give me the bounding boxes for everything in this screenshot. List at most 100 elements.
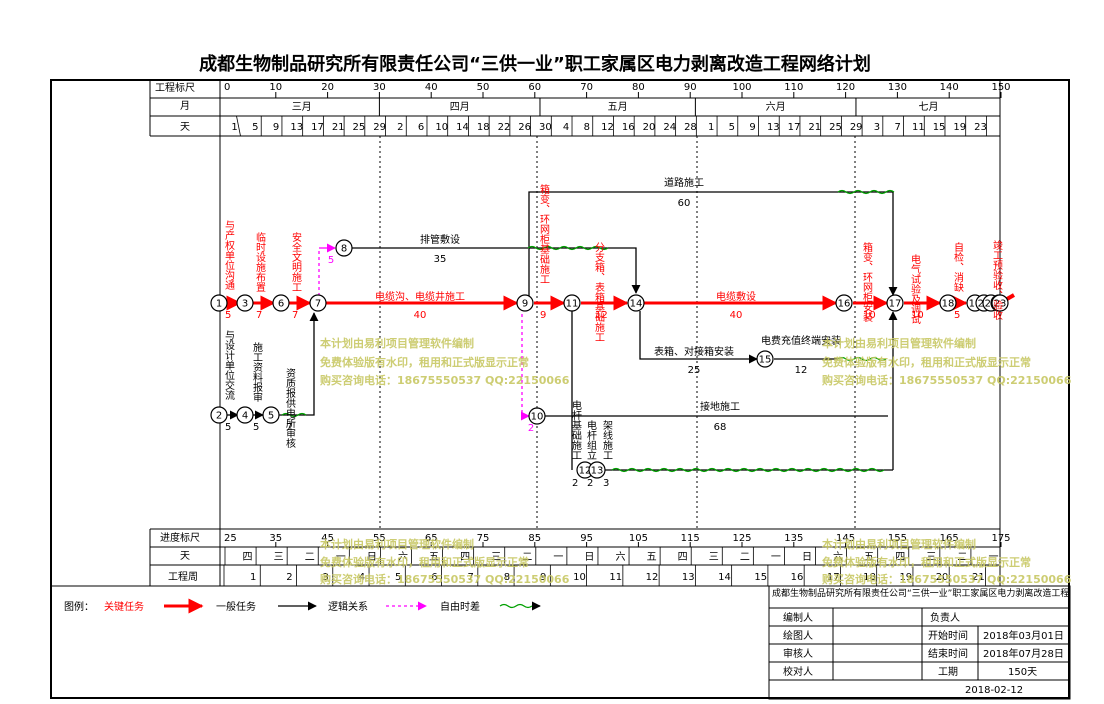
legend-float-wave xyxy=(499,603,533,609)
info-company: 成都生物制品研究所有限责任公司“三供一业”职工家属区电力剥离改造工程 xyxy=(772,587,1069,599)
day-label: 11 xyxy=(912,122,925,133)
task-label: 电费充值终端安装 12 xyxy=(761,334,841,376)
week-label: 7 xyxy=(468,572,474,583)
weekday-label: 一 xyxy=(336,552,346,563)
day-label: 25 xyxy=(829,122,842,133)
node-23: 23 xyxy=(991,294,1009,312)
task-duration: 12 xyxy=(795,365,808,376)
legend-normal-label: 一般任务 xyxy=(216,600,256,613)
node-number: 13 xyxy=(591,466,604,477)
week-label: 12 xyxy=(646,572,659,583)
progress-tick: 45 xyxy=(321,533,334,544)
watermark-line2: 免费体验版有水印，租用和正式版显示正常 xyxy=(320,355,529,369)
legend-logic-label: 逻辑关系 xyxy=(328,600,368,613)
day-label: 21 xyxy=(808,122,821,133)
task-duration: 5 xyxy=(253,422,259,433)
node-number: 7 xyxy=(315,299,321,310)
task-name: 电缆沟、电缆井施工 xyxy=(375,290,465,303)
week-label: 6 xyxy=(431,572,437,583)
weekday-label: 四 xyxy=(678,552,688,563)
scale-tick: 10 xyxy=(269,82,282,93)
task-name: 箱变、环网柜安装 xyxy=(861,241,873,323)
weekday-label: 一 xyxy=(988,552,998,563)
network-arrows xyxy=(226,189,1015,473)
scale-row-label: 工程标尺 xyxy=(155,82,195,94)
week-label: 8 xyxy=(504,572,510,583)
task-name: 资质报供电所审核 xyxy=(284,368,296,449)
week-label: 21 xyxy=(972,572,985,583)
node-14: 14 xyxy=(627,294,645,312)
task-name: 电费充值终端安装 xyxy=(761,334,841,347)
watermark-line2: 免费体验版有水印，租用和正式版显示正常 xyxy=(320,555,529,569)
day-label: 13 xyxy=(290,122,303,133)
legend-critical-label: 关键任务 xyxy=(104,600,144,613)
day-label: 9 xyxy=(273,122,279,133)
node-number: 10 xyxy=(531,412,544,423)
info-period-label: 工期 xyxy=(938,666,958,678)
day-label: 29 xyxy=(850,122,863,133)
node-10: 10 xyxy=(528,407,546,425)
node-number: 18 xyxy=(942,299,955,310)
day-label: 23 xyxy=(974,122,987,133)
task-duration: 10 xyxy=(863,310,876,321)
node-5: 5 xyxy=(262,406,280,424)
watermark-line1: 本计划由易利项目管理软件编制 xyxy=(320,336,474,350)
arrow-9-road xyxy=(528,191,838,296)
task-duration: 40 xyxy=(730,310,743,321)
day-label: 21 xyxy=(332,122,345,133)
day-label: 17 xyxy=(788,122,801,133)
node-number: 1 xyxy=(216,299,222,310)
week-label: 18 xyxy=(863,572,876,583)
task-label: 道路施工 60 xyxy=(664,176,704,209)
task-duration: 9 xyxy=(540,310,546,321)
free-float-label: 5 xyxy=(328,255,334,266)
weekday-label: 二 xyxy=(522,552,532,563)
legend-label: 图例： xyxy=(64,600,94,613)
month-label: 三月 xyxy=(292,101,312,113)
task-duration: 5 xyxy=(225,422,231,433)
info-owner-label: 负责人 xyxy=(930,611,960,624)
task-name: 箱变、环网柜基础施工 xyxy=(538,183,550,284)
node-4: 4 xyxy=(236,406,254,424)
info-editor-label: 编制人 xyxy=(783,611,813,624)
weekday-label: 一 xyxy=(553,552,563,563)
node-6: 6 xyxy=(272,294,290,312)
day-label: 2 xyxy=(397,122,403,133)
node-number: 12 xyxy=(579,466,592,477)
task-duration: 68 xyxy=(714,422,727,433)
day-label: 19 xyxy=(953,122,966,133)
task-name: 道路施工 xyxy=(664,176,704,189)
day-label: 25 xyxy=(353,122,366,133)
scale-tick: 110 xyxy=(784,82,803,93)
node-number: 16 xyxy=(838,299,851,310)
week-label: 4 xyxy=(359,572,365,583)
week-label: 1 xyxy=(250,572,256,583)
day-label: 20 xyxy=(643,122,656,133)
node-number: 14 xyxy=(630,299,643,310)
day-label: 18 xyxy=(477,122,490,133)
task-name: 临时设施布置 xyxy=(254,231,266,292)
scale-tick: 80 xyxy=(632,82,645,93)
day-label: 16 xyxy=(622,122,635,133)
task-duration: 60 xyxy=(678,198,691,209)
day-label: 4 xyxy=(563,122,569,133)
arrow-5-7 xyxy=(279,312,319,416)
scale-tick: 40 xyxy=(425,82,438,93)
weekday-label: 三 xyxy=(709,552,719,563)
month-row-label: 月 xyxy=(180,100,190,112)
progress-tick: 145 xyxy=(836,533,855,544)
day-label: 1 xyxy=(231,122,237,133)
progress-tick: 95 xyxy=(580,533,593,544)
task-duration: 25 xyxy=(688,365,701,376)
progress-tick: 85 xyxy=(528,533,541,544)
week-label: 13 xyxy=(682,572,695,583)
task-duration: 2 xyxy=(587,478,593,489)
task-duration: 7 xyxy=(286,422,292,433)
wave-5-7 xyxy=(281,412,307,418)
